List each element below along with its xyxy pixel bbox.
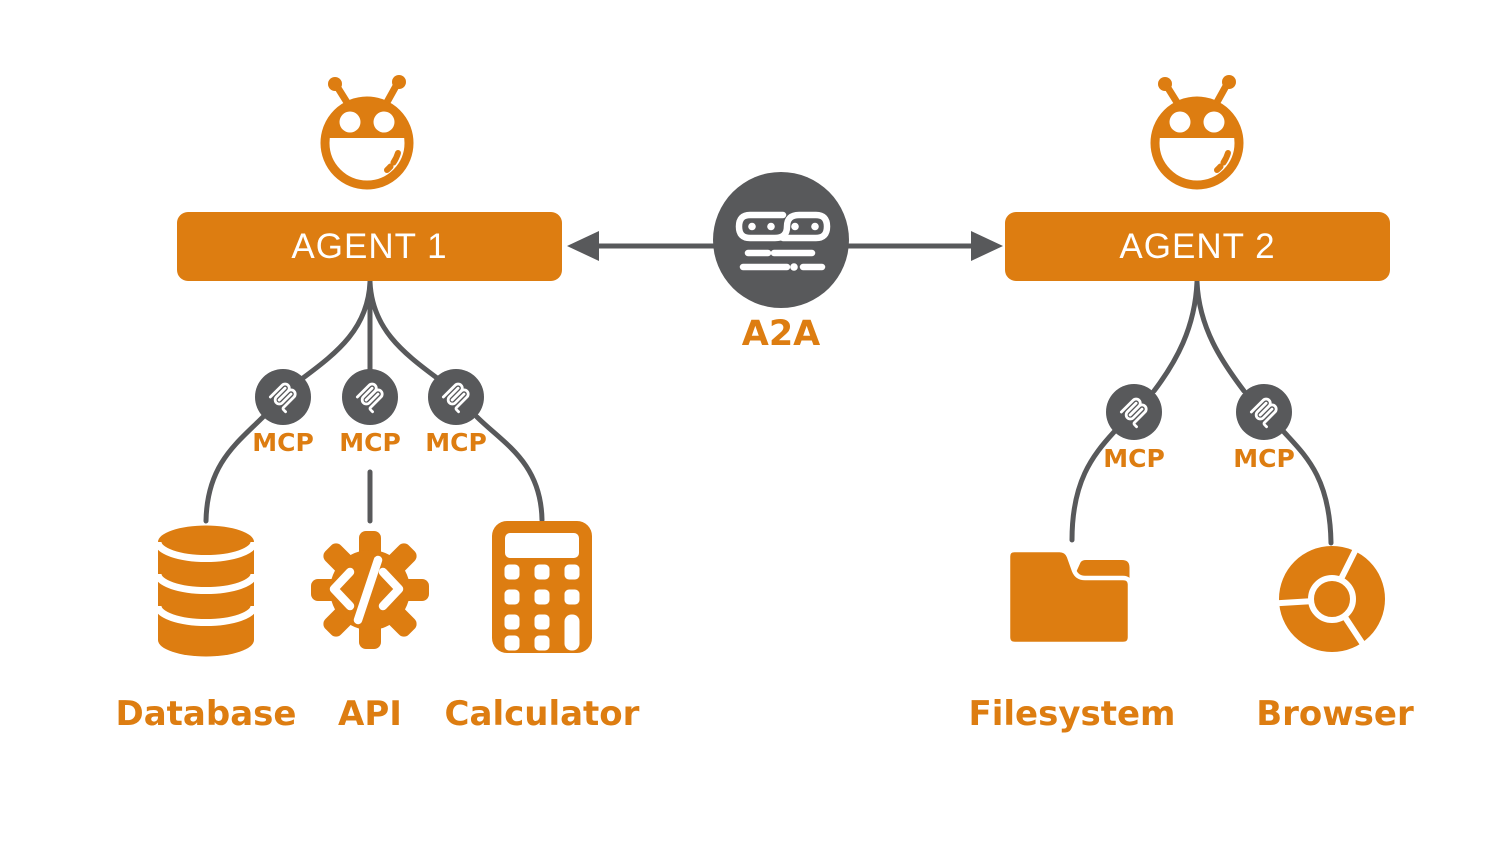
tool-label-calculator: Calculator [444, 694, 640, 734]
folder-icon [1007, 549, 1131, 646]
mcp-label: MCP [252, 428, 314, 457]
tool-label-filesystem: Filesystem [968, 694, 1176, 734]
browser-icon [1277, 544, 1385, 654]
robot-icon [1137, 71, 1257, 191]
mcp-icon [255, 369, 311, 425]
mcp-icon [428, 369, 484, 425]
agent2-mcp-connectors [1069, 279, 1334, 546]
calculator-icon [492, 521, 592, 653]
agent2-label: AGENT 2 [1119, 226, 1276, 266]
database-icon [156, 525, 256, 657]
mcp-icon [1236, 384, 1292, 440]
agent1-node: AGENT 1 [177, 212, 562, 281]
agent1-label: AGENT 1 [291, 226, 448, 266]
api-gear-icon [311, 531, 429, 649]
mcp-label: MCP [1233, 444, 1295, 473]
agent2-node: AGENT 2 [1005, 212, 1390, 281]
mcp-label: MCP [1103, 444, 1165, 473]
tool-label-database: Database [115, 694, 297, 734]
tool-label-api: API [338, 694, 402, 734]
robot-icon [307, 71, 427, 191]
tool-label-browser: Browser [1256, 694, 1414, 734]
a2a-label: A2A [741, 314, 821, 354]
a2a-link-icon [713, 172, 849, 308]
mcp-icon [1106, 384, 1162, 440]
mcp-icon [342, 369, 398, 425]
agent1-mcp-connectors [203, 279, 545, 524]
code-glyph [329, 555, 404, 625]
mcp-label: MCP [425, 428, 487, 457]
mcp-label: MCP [339, 428, 401, 457]
